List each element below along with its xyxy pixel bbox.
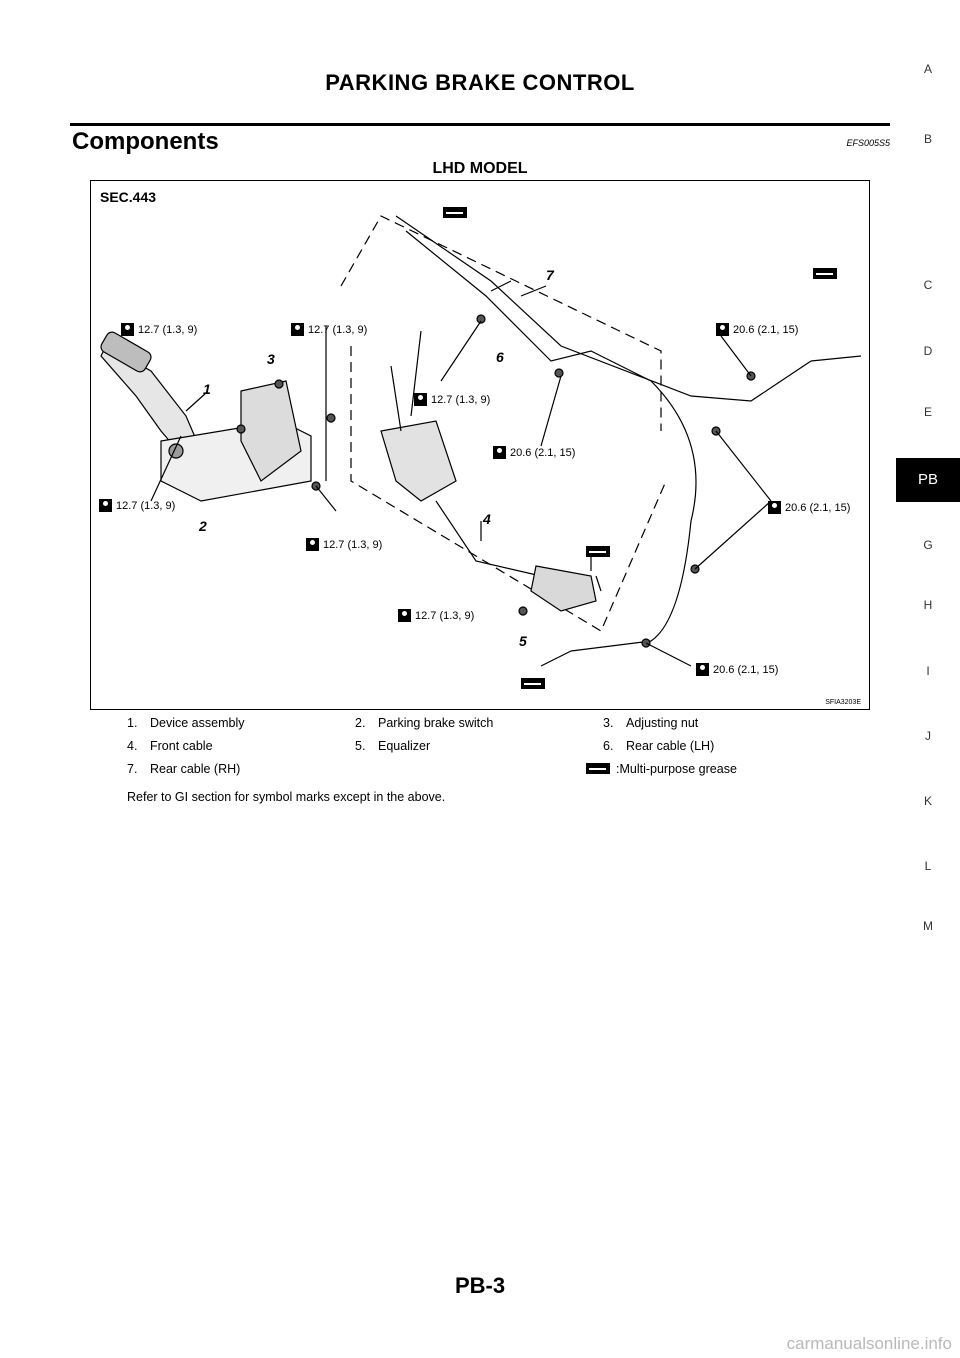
torque-spec: 12.7 (1.3, 9): [121, 323, 197, 336]
grease-icon: [586, 546, 610, 557]
side-tab-pb[interactable]: PB: [896, 458, 960, 502]
torque-wrench-icon: [493, 446, 506, 459]
grease-icon: [586, 763, 610, 774]
legend-item: 7.Rear cable (RH): [127, 762, 241, 776]
grease-icon: [813, 268, 837, 279]
legend-item: 4.Front cable: [127, 739, 213, 753]
torque-spec: 12.7 (1.3, 9): [398, 609, 474, 622]
side-tab-e[interactable]: E: [923, 405, 932, 419]
torque-spec: 12.7 (1.3, 9): [306, 538, 382, 551]
side-tab-h[interactable]: H: [923, 598, 933, 612]
legend-row: 1.Device assembly 2.Parking brake switch…: [90, 712, 870, 735]
legend-item: 3.Adjusting nut: [603, 716, 699, 730]
callout-number: 2: [199, 518, 207, 534]
callout-number: 4: [483, 511, 491, 527]
callout-number: 7: [546, 267, 554, 283]
callout-number: 3: [267, 351, 275, 367]
legend-row: 7.Rear cable (RH) :Multi-purpose grease: [90, 758, 870, 781]
dashed-outline-lower: [350, 346, 667, 632]
side-tab-m[interactable]: M: [923, 919, 933, 933]
grease-icon: [521, 678, 545, 689]
torque-spec: 20.6 (2.1, 15): [768, 501, 850, 514]
front-cable: [390, 365, 542, 577]
page-number: PB-3: [454, 1273, 506, 1298]
diagram-drawing: [100, 215, 862, 667]
legend-item: 6.Rear cable (LH): [603, 739, 715, 753]
lever-grip: [100, 331, 152, 373]
torque-wrench-icon: [716, 323, 729, 336]
legend-grease: :Multi-purpose grease: [586, 762, 737, 776]
watermark: carmanualsonline.info: [786, 1334, 952, 1353]
legend-item: 5.Equalizer: [355, 739, 431, 753]
side-tab-j[interactable]: J: [925, 729, 931, 743]
side-tab-i[interactable]: I: [926, 664, 930, 678]
side-tab-g[interactable]: G: [923, 538, 933, 552]
header-rule: [70, 123, 890, 126]
callout-number: 1: [203, 381, 211, 397]
torque-wrench-icon: [398, 609, 411, 622]
side-tab-b[interactable]: B: [923, 132, 932, 146]
legend-item: 1.Device assembly: [127, 716, 245, 730]
callout-number: 5: [519, 633, 527, 649]
side-tab-d[interactable]: D: [923, 344, 933, 358]
page-header-title: PARKING BRAKE CONTROL: [325, 70, 635, 95]
dashed-outline: [340, 215, 662, 431]
figure-code: SFIA3203E: [825, 699, 861, 706]
legend: 1.Device assembly 2.Parking brake switch…: [90, 712, 870, 804]
rear-cable-rh: [395, 215, 812, 402]
side-tab-a[interactable]: A: [923, 62, 932, 76]
rear-cable-rh-end: [810, 355, 862, 362]
torque-wrench-icon: [768, 501, 781, 514]
section-title: Components: [72, 128, 219, 155]
side-tab-l[interactable]: L: [924, 859, 932, 873]
torque-spec: 12.7 (1.3, 9): [414, 393, 490, 406]
torque-wrench-icon: [99, 499, 112, 512]
grease-icon: [443, 207, 467, 218]
legend-row: 4.Front cable 5.Equalizer 6.Rear cable (…: [90, 735, 870, 758]
torque-wrench-icon: [121, 323, 134, 336]
callout-number: 6: [496, 349, 504, 365]
legend-item: 2.Parking brake switch: [355, 716, 494, 730]
rear-cable-lh-end: [540, 650, 572, 667]
reference-code: EFS005S5: [846, 138, 890, 148]
boot: [380, 420, 457, 502]
torque-wrench-icon: [291, 323, 304, 336]
rear-cable-lh: [405, 230, 697, 652]
torque-wrench-icon: [306, 538, 319, 551]
equalizer: [530, 565, 597, 612]
torque-wrench-icon: [414, 393, 427, 406]
side-tab-c[interactable]: C: [923, 278, 933, 292]
side-tab-k[interactable]: K: [923, 794, 932, 808]
torque-wrench-icon: [696, 663, 709, 676]
section-number: SEC.443: [100, 189, 157, 205]
torque-spec: 12.7 (1.3, 9): [99, 499, 175, 512]
components-diagram: SEC.443 12.7 (1.3, 9) 12.7 (1.3, 9) 12.7…: [90, 180, 870, 710]
legend-note: Refer to GI section for symbol marks exc…: [127, 790, 446, 804]
model-title: LHD MODEL: [432, 160, 528, 177]
torque-spec: 20.6 (2.1, 15): [493, 446, 575, 459]
torque-spec: 20.6 (2.1, 15): [696, 663, 778, 676]
torque-spec: 12.7 (1.3, 9): [291, 323, 367, 336]
torque-spec: 20.6 (2.1, 15): [716, 323, 798, 336]
